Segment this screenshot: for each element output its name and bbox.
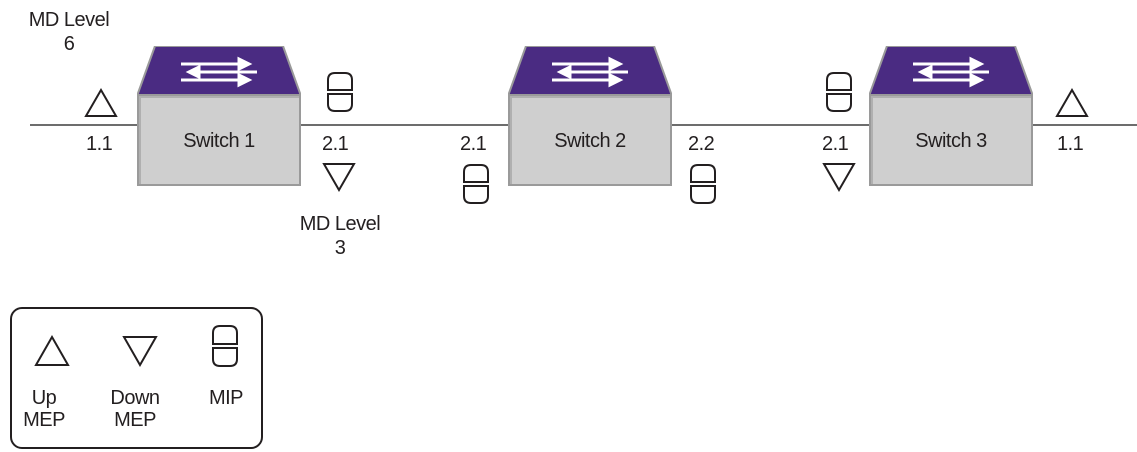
legend-down-mep-line2: MEP	[114, 409, 156, 431]
md-level-3-label: MD Level 3	[284, 212, 396, 260]
mip-icon	[463, 164, 489, 204]
switch-2-label: Switch 2	[554, 130, 626, 152]
port-label-sw3-right: 1.1	[1057, 133, 1084, 155]
md-level-6-text: MD Level	[28, 9, 110, 31]
switch-1-label: Switch 1	[183, 130, 255, 152]
port-label-sw3-left: 2.1	[822, 133, 849, 155]
switch-3-top-icon	[869, 46, 1033, 96]
legend-box: Up MEP Down MEP MIP	[10, 307, 263, 449]
switch-1-body	[137, 94, 301, 186]
md-level-6-number: 6	[63, 33, 75, 55]
legend-up-mep-line1: Up	[31, 387, 57, 409]
down-mep-icon	[322, 163, 356, 192]
port-label-sw2-right: 2.2	[688, 133, 715, 155]
legend-up-mep-line2: MEP	[23, 409, 65, 431]
legend-up-mep-icon	[34, 335, 70, 366]
port-label-sw1-left: 1.1	[86, 133, 113, 155]
switch-1-top-icon	[137, 46, 301, 96]
md-level-3-text: MD Level	[299, 213, 381, 235]
port-label-sw2-left: 2.1	[460, 133, 487, 155]
legend-mip-label: MIP	[208, 387, 244, 409]
mip-icon	[690, 164, 716, 204]
switch-2-top-icon	[508, 46, 672, 96]
legend-mip-icon	[212, 325, 238, 367]
port-label-sw1-right: 2.1	[322, 133, 349, 155]
switch-2-body	[508, 94, 672, 186]
legend-down-mep-icon	[122, 336, 158, 367]
legend-down-mep-line1: Down	[110, 387, 160, 409]
up-mep-icon	[84, 88, 118, 117]
legend-up-mep-label: Up MEP	[18, 387, 70, 431]
mip-icon	[327, 72, 353, 112]
mip-icon	[826, 72, 852, 112]
switch-3-label: Switch 3	[915, 130, 987, 152]
switch-3-body	[869, 94, 1033, 186]
switch-1: Switch 1	[137, 46, 301, 190]
legend-down-mep-label: Down MEP	[100, 387, 170, 431]
md-level-6-label: MD Level 6	[14, 8, 124, 56]
up-mep-icon	[1055, 88, 1089, 117]
switch-3: Switch 3	[869, 46, 1033, 190]
switch-2: Switch 2	[508, 46, 672, 190]
down-mep-icon	[822, 163, 856, 192]
md-level-3-number: 3	[334, 237, 346, 259]
